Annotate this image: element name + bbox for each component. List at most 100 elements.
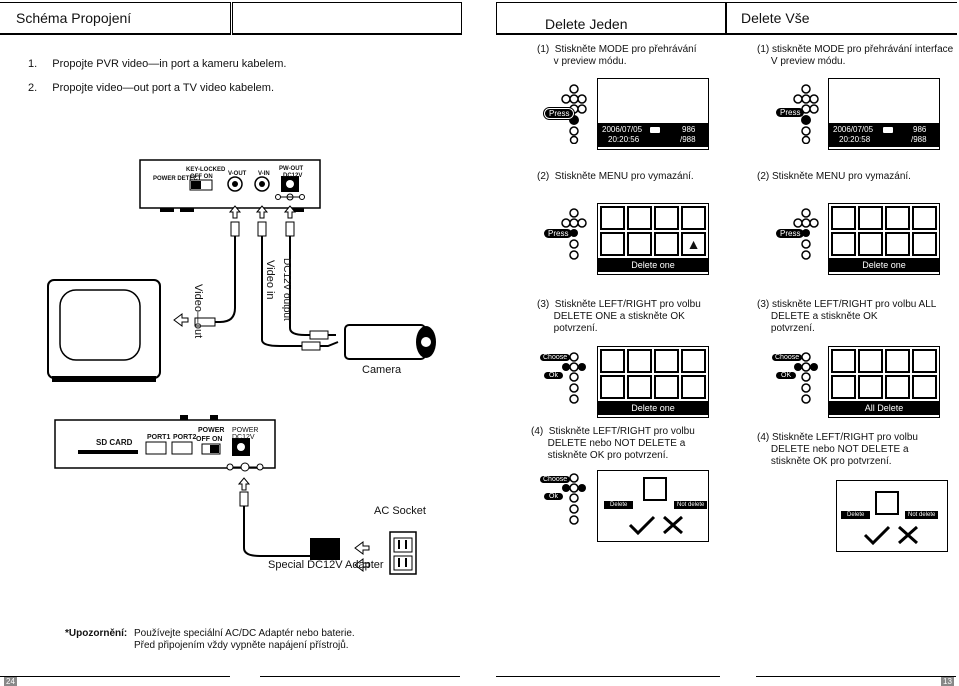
step-number: 1. <box>28 58 38 70</box>
step-text: Propojte PVR video—in port a kameru kabe… <box>52 58 287 70</box>
menu-cell <box>627 206 652 230</box>
choose-badge: Choose <box>772 354 803 361</box>
screen-date: 2006/07/05 <box>833 125 874 134</box>
delete-button-label: Delete <box>847 512 865 518</box>
menu-cell <box>600 375 625 399</box>
delete-button-label: Delete <box>610 502 628 508</box>
not-delete-button-label: Not delete <box>677 502 705 508</box>
mid-nav-pad-4 <box>562 473 586 525</box>
note-line: Používejte speciální AC/DC Adaptér nebo … <box>134 628 355 639</box>
right-title-box: Delete Vše <box>726 2 957 35</box>
not-delete-button[interactable]: Not delete <box>674 501 708 509</box>
menu-cell <box>831 206 856 230</box>
choose-label: Choose <box>543 354 568 361</box>
note-line: Před připojením vždy vypněte napájení př… <box>134 640 349 651</box>
not-delete-button-label: Not delete <box>908 512 936 518</box>
step-2: 2. Propojte video—out port a TV video ka… <box>28 82 274 94</box>
delete-one-label: Delete one <box>631 260 675 270</box>
power-switch-label: POWER <box>198 427 225 434</box>
dc12v-output-label: DC12V output <box>281 258 292 321</box>
press-label: Press <box>548 229 569 238</box>
section-title-delete-all: Delete Vše <box>741 10 810 26</box>
mid-choose-screen: Delete one <box>597 346 709 418</box>
ok-label: Ok <box>549 372 558 379</box>
menu-cell <box>831 349 856 373</box>
menu-cell <box>885 232 910 256</box>
press-badge: Press <box>542 107 576 120</box>
all-delete-label: All Delete <box>864 403 904 413</box>
title-box-right-edge <box>232 2 462 35</box>
footer-rule-mid <box>260 676 460 677</box>
note-label: *Upozornění: <box>65 628 128 639</box>
menu-bar: Delete one <box>598 258 708 272</box>
exit-cell: ▲ <box>681 232 706 256</box>
menu-cell <box>600 232 625 256</box>
delete-one-label: Delete one <box>862 260 906 270</box>
menu-cell <box>654 206 679 230</box>
menu-cell <box>831 375 856 399</box>
press-badge: Press <box>776 108 805 117</box>
right-step-1: (1) stiskněte MODE pro přehrávání interf… <box>757 44 954 67</box>
screen-count: 986 <box>913 125 927 134</box>
power-dc-label: POWER <box>232 427 259 434</box>
right-nav-pad-1 <box>793 84 819 144</box>
menu-cell <box>681 206 706 230</box>
choose-badge: Choose <box>540 476 571 483</box>
exit-cell <box>912 232 937 256</box>
off-on-label: OFF ON <box>190 174 213 180</box>
v-out-label: V-OUT <box>228 171 247 177</box>
screen-time: 20:20:58 <box>839 135 871 144</box>
warning-note: *Upozornění: <box>65 628 127 640</box>
menu-cell <box>654 375 679 399</box>
ok-badge: OK <box>776 372 797 379</box>
step-number: 2. <box>28 82 38 94</box>
menu-bar: Delete one <box>829 258 939 272</box>
mid-preview-screen: 2006/07/05 20:20:56 986 /988 <box>597 78 709 150</box>
right-nav-pad-3 <box>794 352 818 404</box>
step-1: 1. Propojte PVR video—in port a kameru k… <box>28 58 286 70</box>
menu-cell <box>858 206 883 230</box>
note-text: Používejte speciální AC/DC Adaptér nebo … <box>134 628 355 652</box>
v-in-label: V-IN <box>258 171 270 177</box>
footer-rule-left <box>0 676 230 677</box>
choose-badge: Choose <box>540 354 571 361</box>
dc12v-label-2: DC12V <box>232 434 255 441</box>
sd-card-label: SD CARD <box>96 438 133 447</box>
menu-cell <box>912 349 937 373</box>
exit-cell <box>912 375 937 399</box>
mid-nav-pad-1 <box>561 84 587 144</box>
screen-count: 986 <box>682 125 696 134</box>
menu-cell <box>627 375 652 399</box>
delete-button[interactable]: Delete <box>841 511 871 519</box>
right-step-2: (2) Stiskněte MENU pro vymazání. <box>757 171 911 182</box>
delete-button[interactable]: Delete <box>604 501 634 509</box>
off-on-label-2: OFF ON <box>196 436 223 443</box>
mid-nav-pad-2 <box>561 208 587 260</box>
trash-cell <box>643 477 667 501</box>
port1-label: PORT1 <box>147 434 171 441</box>
press-label: Press <box>549 109 570 118</box>
page-title: Schéma Propojení <box>16 10 132 26</box>
camera-icon <box>883 127 893 133</box>
port2-label: PORT2 <box>173 434 197 441</box>
camera-label: Camera <box>362 364 402 376</box>
pw-out-label: PW-OUT <box>279 166 304 172</box>
mid-step-4: (4) Stiskněte LEFT/RIGHT pro volbu DELET… <box>531 426 695 461</box>
camera-icon <box>650 127 660 133</box>
menu-cell <box>654 232 679 256</box>
menu-bar: Delete one <box>598 401 708 415</box>
mid-menu-screen: ▲ Delete one <box>597 203 709 275</box>
page-number-left: 24 <box>4 677 17 686</box>
not-delete-button[interactable]: Not delete <box>905 511 939 519</box>
menu-bar: All Delete <box>829 401 939 415</box>
delete-one-label: Delete one <box>631 403 675 413</box>
right-menu-screen: Delete one <box>828 203 940 275</box>
menu-cell <box>600 349 625 373</box>
press-label: Press <box>780 108 801 117</box>
screen-date: 2006/07/05 <box>602 125 643 134</box>
ok-label: Ok <box>549 493 558 500</box>
menu-cell <box>627 232 652 256</box>
ok-badge: Ok <box>544 372 563 379</box>
dc12v-label: DC12V <box>283 173 303 179</box>
right-confirm-screen: Delete Not delete <box>836 480 948 552</box>
